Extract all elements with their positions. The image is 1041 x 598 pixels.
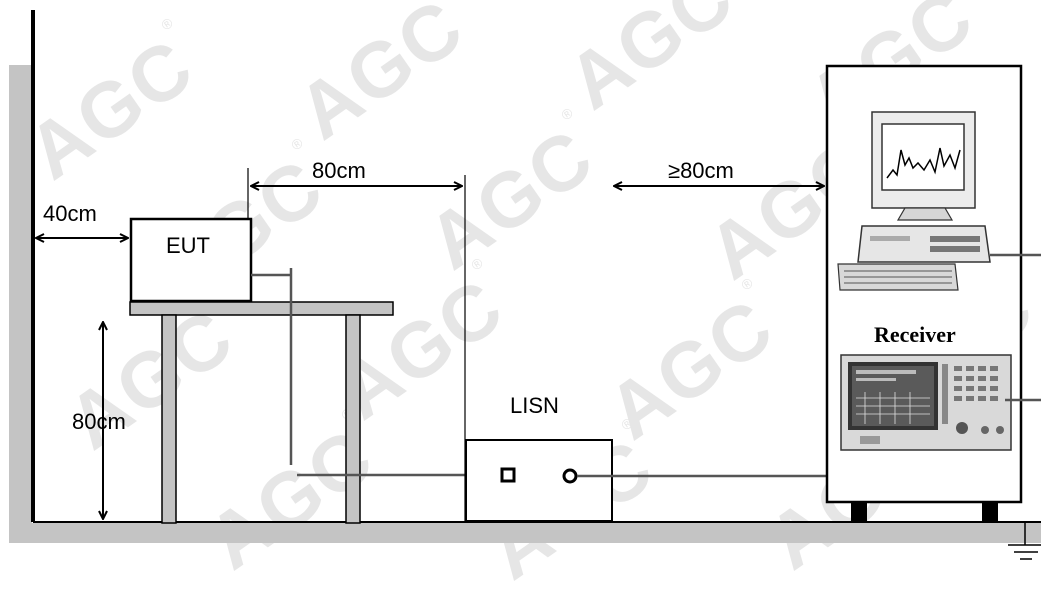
diagram-canvas [9,10,1041,560]
table-leg-right [345,314,361,524]
lisn-box [465,439,613,522]
dim-label-table-height: 80cm [72,409,126,434]
ground-plane [9,523,1041,543]
table-leg-left [161,314,177,524]
wall [9,65,32,543]
spectrum-receiver-icon [840,354,1012,451]
lisn-label: LISN [510,393,559,418]
test-setup-diagram: AGC® AGC® AGC® AGC® AGC® AGC® AGC® AGC® … [9,0,1041,596]
receiver-label: Receiver [874,322,956,347]
rack-foot-left [851,502,867,522]
lisn-rf-port [562,468,578,484]
dim-label-80cm-lisn-receiver: ≥80cm [668,158,734,183]
eut-box [129,217,253,303]
computer-icon [837,111,991,291]
dim-label-40cm: 40cm [43,201,97,226]
lisn-power-port [500,467,516,483]
dim-label-80cm-eut-lisn: 80cm [312,158,366,183]
eut-label: EUT [166,233,210,258]
rack-foot-right [982,502,998,522]
ground-symbol-icon [1008,522,1041,560]
table-top [129,301,394,316]
